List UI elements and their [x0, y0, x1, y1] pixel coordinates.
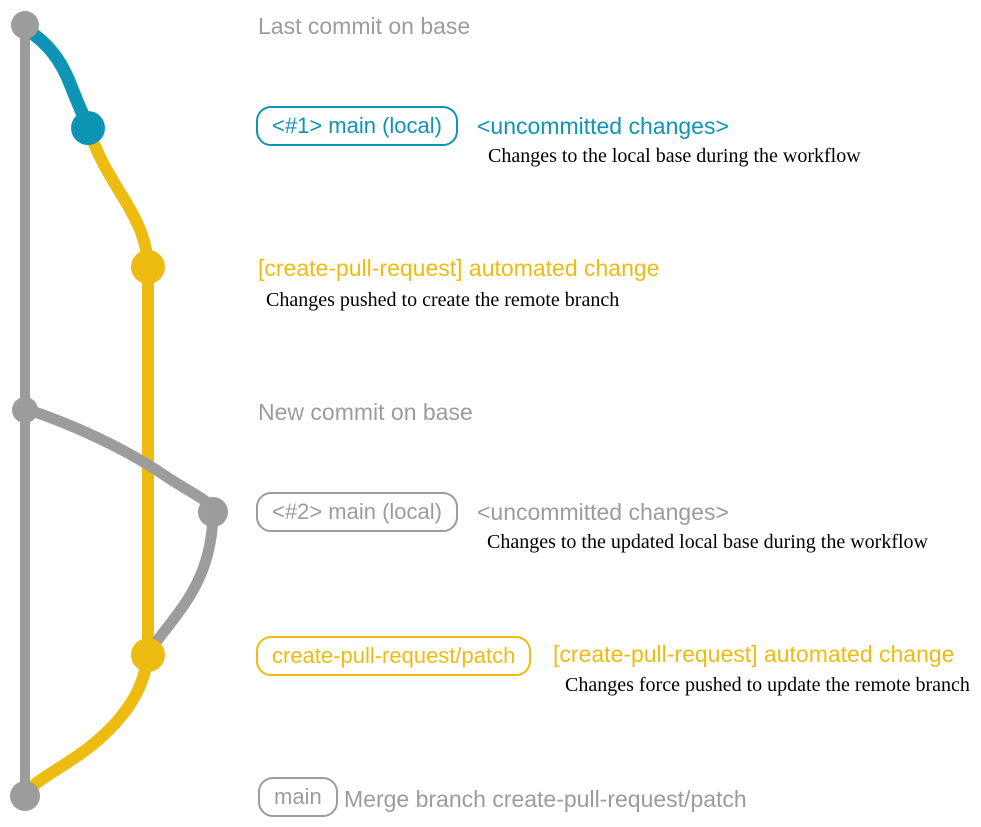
base-to-local2-edge: [20, 403, 219, 516]
branch-badge-main-local-2: <#2> main (local): [256, 492, 458, 532]
last-commit-label: Last commit on base: [258, 13, 471, 39]
commit-dot-local-2: [198, 497, 228, 527]
local2-description: Changes to the updated local base during…: [487, 531, 928, 553]
git-graph: [10, 11, 228, 811]
local2-to-patch-edge: [143, 508, 219, 658]
local1-description: Changes to the local base during the wor…: [488, 145, 861, 167]
commit-dot-last-base: [11, 11, 39, 39]
push2-description: Changes force pushed to update the remot…: [565, 674, 970, 696]
commit-dot-new-base: [12, 397, 38, 423]
push1-description: Changes pushed to create the remote bran…: [266, 289, 620, 311]
branch-badge-main-local-1: <#1> main (local): [256, 106, 458, 146]
commit-dot-patch-2: [131, 638, 165, 672]
merge-commit-label: Merge branch create-pull-request/patch: [344, 786, 747, 812]
commit-dot-merge: [10, 781, 40, 811]
automated-change-title-2: [create-pull-request] automated change: [553, 641, 955, 667]
uncommitted-changes-status-1: <uncommitted changes>: [477, 113, 729, 139]
patch-branch-edge-top: [83, 125, 154, 270]
branch-badge-main: main: [258, 777, 338, 817]
commit-dot-local-1: [71, 111, 105, 145]
local-change-edge: [19, 22, 95, 134]
uncommitted-changes-status-2: <uncommitted changes>: [477, 499, 729, 525]
merge-edge-patch-to-main: [20, 652, 153, 798]
automated-change-title-1: [create-pull-request] automated change: [258, 255, 660, 281]
branch-badge-patch: create-pull-request/patch: [256, 636, 532, 676]
commit-dot-patch-1: [131, 250, 165, 284]
new-commit-label: New commit on base: [258, 399, 473, 425]
